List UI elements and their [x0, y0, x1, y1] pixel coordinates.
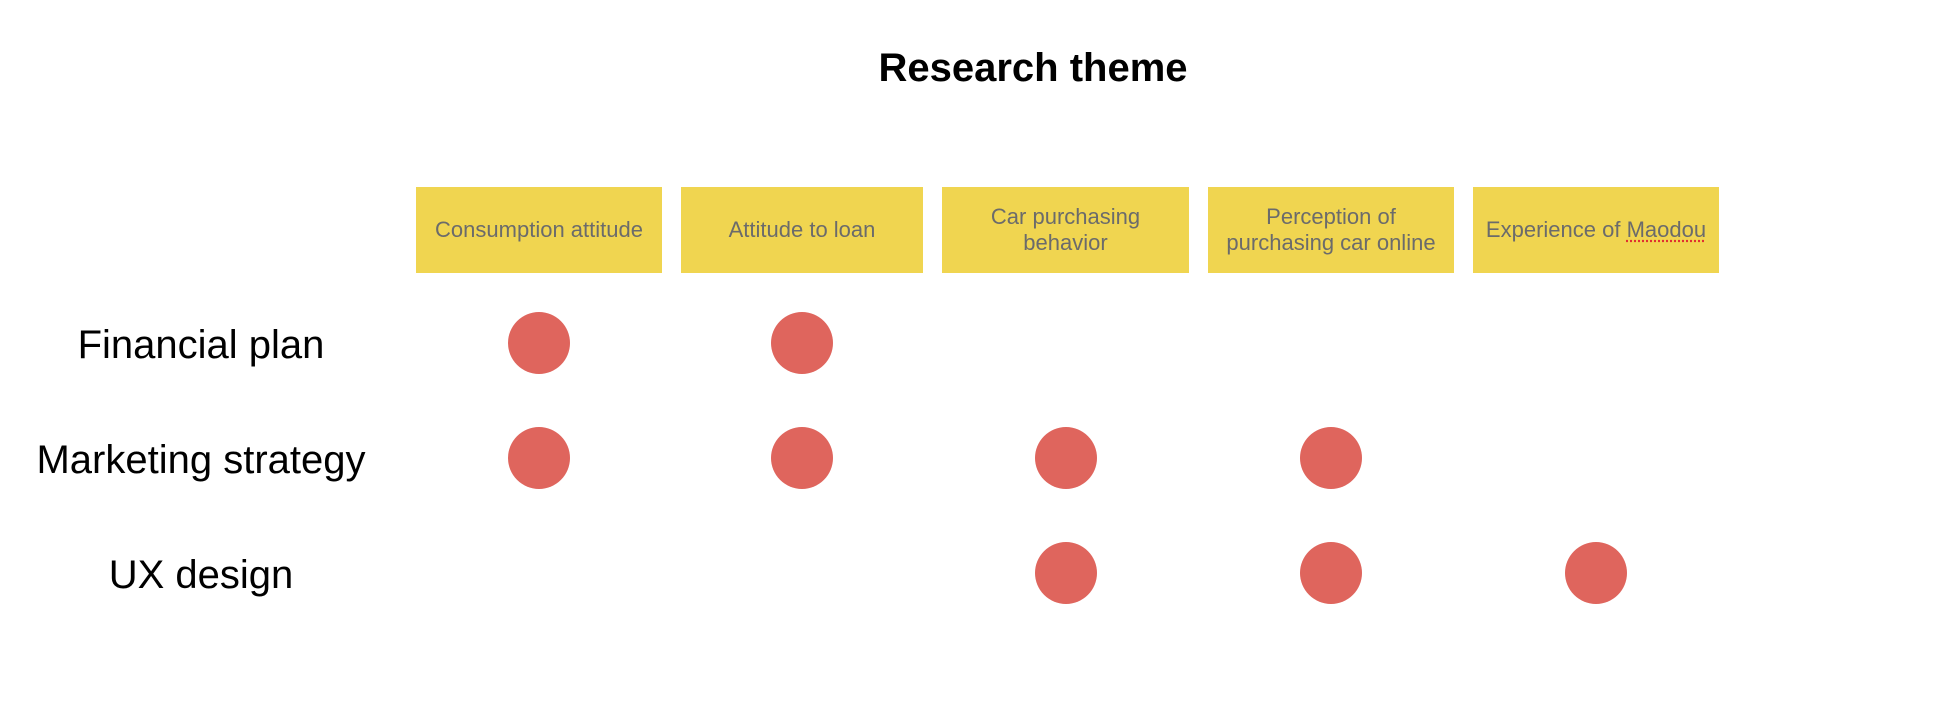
- dot-marker[interactable]: [1035, 427, 1097, 489]
- dot-marker[interactable]: [1300, 427, 1362, 489]
- dot-marker[interactable]: [1300, 542, 1362, 604]
- sticky-note-label: Attitude to loan: [728, 216, 876, 242]
- sticky-note-label: Consumption attitude: [435, 216, 643, 242]
- sticky-note-label: Experience of Maodou: [1486, 217, 1706, 243]
- sticky-note-perception-of-purchasing-car-online[interactable]: Perception of purchasing car online: [1208, 187, 1454, 273]
- dot-marker[interactable]: [1565, 542, 1627, 604]
- dot-marker[interactable]: [508, 312, 570, 374]
- spellcheck-underlined-word: Maodou: [1626, 216, 1707, 242]
- sticky-note-label-prefix: Experience of: [1485, 216, 1627, 242]
- sticky-note-experience-of-maodou[interactable]: Experience of Maodou: [1473, 187, 1719, 273]
- dot-marker[interactable]: [771, 427, 833, 489]
- row-label-financial-plan: Financial plan: [77, 323, 325, 367]
- sticky-note-car-purchasing-behavior[interactable]: Car purchasing behavior: [942, 187, 1189, 273]
- dot-marker[interactable]: [1035, 542, 1097, 604]
- sticky-note-label: Perception of purchasing car online: [1226, 203, 1436, 255]
- sticky-note-consumption-attitude[interactable]: Consumption attitude: [416, 187, 662, 273]
- sticky-note-label: Car purchasing behavior: [990, 203, 1141, 255]
- row-label-marketing-strategy: Marketing strategy: [36, 438, 366, 482]
- diagram-title: Research theme: [878, 46, 1188, 90]
- dot-marker[interactable]: [508, 427, 570, 489]
- sticky-note-attitude-to-loan[interactable]: Attitude to loan: [681, 187, 923, 273]
- row-label-ux-design: UX design: [108, 553, 294, 597]
- dot-marker[interactable]: [771, 312, 833, 374]
